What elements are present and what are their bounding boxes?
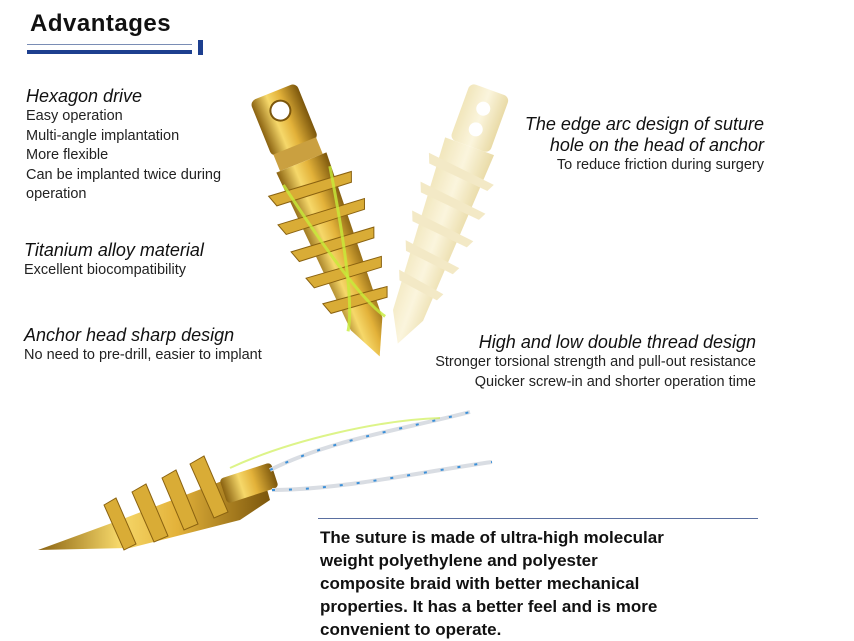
callout-line: composite braid with better mechanical [320,574,640,593]
callout-line: The suture is made of ultra-high molecul… [320,528,664,547]
feature-edge-arc: The edge arc design of suture hole on th… [525,114,764,176]
feature-titanium-alloy: Titanium alloy material Excellent biocom… [24,240,204,281]
feature-heading: Anchor head sharp design [24,325,235,345]
anchor-screw-faded [392,84,509,344]
feature-heading: Titanium alloy material [24,240,204,260]
feature-double-thread: High and low double thread design Strong… [435,332,756,392]
feature-line: To reduce friction during surgery [556,157,764,173]
title-underline-thin [27,44,192,45]
feature-line: No need to pre-drill, easier to implant [24,347,262,363]
feature-line: Stronger torsional strength and pull-out… [435,354,756,370]
anchor-screw-gold [251,84,388,357]
feature-line: Quicker screw-in and shorter operation t… [474,373,756,390]
feature-hexagon-drive: Hexagon drive Easy operation Multi-angle… [26,86,221,205]
title-accent-mark [198,40,203,55]
feature-heading: The edge arc design of suture [524,114,764,134]
feature-line: operation [26,186,87,202]
feature-line: Excellent biocompatibility [24,262,186,278]
callout-divider [318,518,758,519]
feature-heading: High and low double thread design [478,332,756,352]
suture-callout: The suture is made of ultra-high molecul… [320,526,740,641]
page-title: Advantages [30,10,172,37]
callout-line: weight polyethylene and polyester [320,551,598,570]
anchor-screw-with-suture [38,410,493,551]
feature-line: Easy operation [26,108,123,124]
callout-line: convenient to operate. [320,620,502,639]
feature-heading: Hexagon drive [26,86,143,106]
feature-line: Multi-angle implantation [26,127,180,144]
feature-heading: hole on the head of anchor [549,135,764,155]
feature-anchor-head: Anchor head sharp design No need to pre-… [24,325,262,366]
feature-line: More flexible [26,147,109,163]
feature-line: Can be implanted twice during [26,166,222,183]
title-underline [27,50,192,54]
callout-line: properties. It has a better feel and is … [320,597,658,616]
